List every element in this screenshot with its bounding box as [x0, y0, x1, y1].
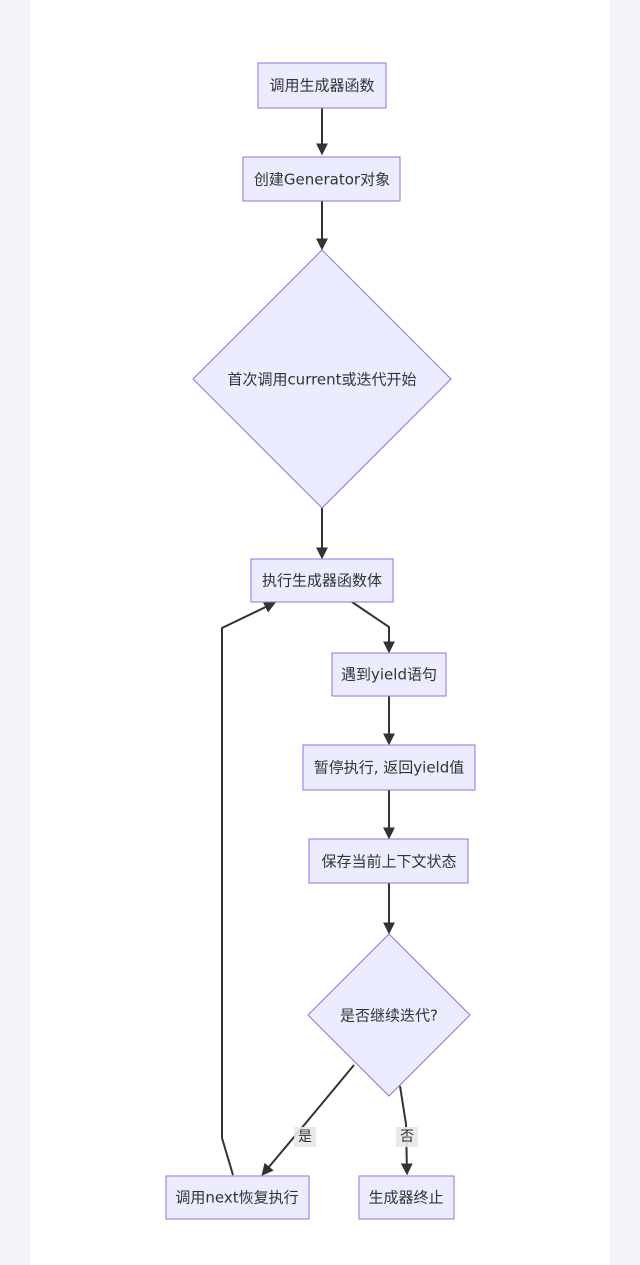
edge-exec-to-yield — [351, 601, 395, 654]
edge-continue-no — [399, 1085, 413, 1176]
node-hit-yield: 遇到yield语句 — [331, 652, 447, 697]
node-call-generator-function: 调用生成器函数 — [257, 62, 387, 109]
decision-first-call: 首次调用current或迭代开始 — [192, 249, 452, 509]
node-label: 创建Generator对象 — [254, 171, 390, 189]
edge-label-no-text: 否 — [400, 1129, 414, 1145]
edge-next-to-exec — [221, 601, 277, 1176]
edge-label-yes-text: 是 — [298, 1129, 312, 1145]
node-save-context: 保存当前上下文状态 — [308, 838, 469, 884]
node-label: 执行生成器函数体 — [262, 572, 382, 590]
node-label: 调用next恢复执行 — [175, 1189, 298, 1207]
node-label: 调用生成器函数 — [269, 77, 374, 95]
node-call-next: 调用next恢复执行 — [165, 1175, 310, 1220]
edge-continue-yes — [261, 1064, 355, 1176]
edge-label-no: 否 — [396, 1127, 418, 1147]
decision-continue: 是否继续迭代? — [307, 933, 471, 1097]
node-label: 遇到yield语句 — [341, 666, 437, 684]
node-pause-return: 暂停执行, 返回yield值 — [302, 744, 476, 791]
diagram-canvas — [30, 0, 610, 1265]
node-label: 首次调用current或迭代开始 — [227, 371, 416, 389]
node-execute-body: 执行生成器函数体 — [250, 558, 394, 603]
node-create-generator: 创建Generator对象 — [242, 156, 401, 202]
edge-label-yes: 是 — [294, 1127, 316, 1147]
node-label: 生成器终止 — [368, 1189, 443, 1207]
node-label: 是否继续迭代? — [340, 1007, 438, 1025]
node-label: 保存当前上下文状态 — [321, 853, 456, 871]
node-terminate: 生成器终止 — [358, 1175, 455, 1220]
node-label: 暂停执行, 返回yield值 — [314, 759, 465, 777]
